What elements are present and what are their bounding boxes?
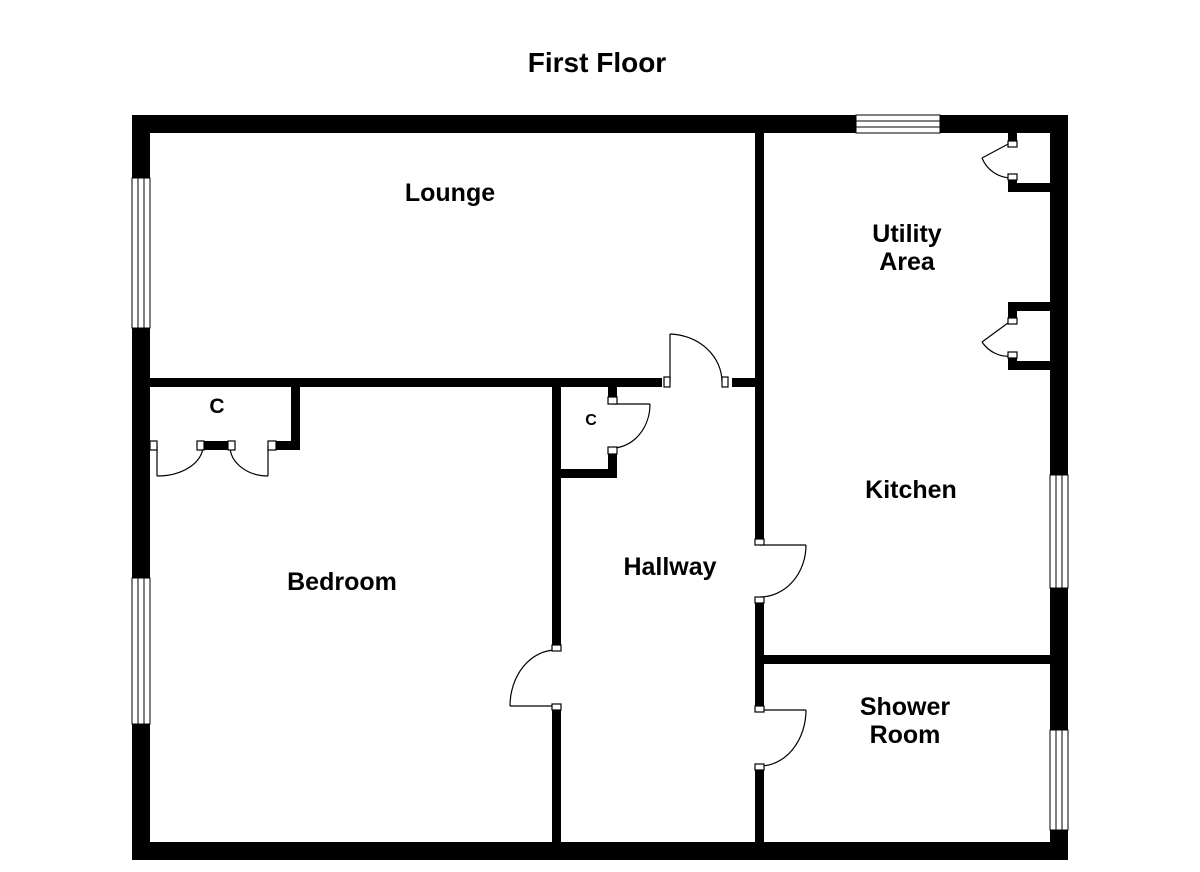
right-wall-middle <box>1050 588 1068 730</box>
label-kitchen: Kitchen <box>865 476 957 504</box>
utility-cupboard1-bottom-wall <box>1008 183 1050 192</box>
utility-cupboard1-jamb-top <box>1008 133 1017 141</box>
hall-cupboard-jamb-bottom <box>608 454 617 478</box>
utility-cupboard2-jamb-top <box>1008 302 1017 318</box>
label-shower-line1: Shower <box>860 693 951 721</box>
door-kitchen <box>754 538 807 604</box>
kitchen-shower-wall <box>764 655 1050 664</box>
doors <box>149 140 1018 771</box>
door-shower-room <box>754 705 807 771</box>
bed-cupboard-front-center <box>204 441 228 450</box>
left-wall-top <box>132 115 150 178</box>
label-hallway: Hallway <box>623 553 716 581</box>
window-top-utility <box>855 114 941 134</box>
label-lounge: Lounge <box>405 179 495 207</box>
room-labels: Lounge Utility Area Kitchen Bedroom Hall… <box>209 179 956 749</box>
door-utility-cupboard-2 <box>981 317 1018 359</box>
door-lounge <box>663 333 729 388</box>
window-lounge-left <box>131 177 151 329</box>
bed-cupboard-front-right <box>276 441 300 450</box>
label-shower-line2: Room <box>870 721 941 749</box>
label-utility-line1: Utility <box>872 220 942 248</box>
door-hall-cupboard <box>607 396 651 455</box>
top-wall-right <box>940 115 1068 133</box>
utility-cupboard2-top-wall <box>1008 302 1050 311</box>
hall-kitchen-wall-lower <box>755 600 764 662</box>
lounge-utility-wall <box>755 133 764 387</box>
bedroom-hall-wall-upper <box>552 387 561 645</box>
door-bedroom-cupboard-right <box>227 440 277 477</box>
label-bedroom: Bedroom <box>287 568 397 596</box>
bottom-wall <box>132 842 1068 860</box>
exterior-walls <box>132 115 1068 860</box>
left-wall-bottom <box>132 724 150 860</box>
hall-kitchen-wall-upper <box>755 387 764 539</box>
top-wall-left <box>132 115 856 133</box>
door-utility-cupboard-1 <box>981 140 1018 181</box>
label-hallway-cupboard: C <box>585 412 597 429</box>
lounge-bedroom-wall <box>150 378 662 387</box>
right-wall-top <box>1050 115 1068 475</box>
hall-cupboard-jamb-top <box>608 387 617 397</box>
windows <box>131 114 1069 831</box>
window-kitchen-right <box>1049 474 1069 589</box>
door-bedroom-cupboard-left <box>149 440 205 477</box>
hall-shower-wall-upper <box>755 662 764 706</box>
window-shower-right <box>1049 729 1069 831</box>
bed-cupboard-side-wall <box>291 387 300 450</box>
floor-title: First Floor <box>528 47 667 78</box>
left-wall-middle <box>132 328 150 578</box>
label-bedroom-cupboard: C <box>209 395 224 418</box>
hall-cupboard-bottom-wall <box>561 469 617 478</box>
utility-cupboard2-bottom-wall <box>1008 361 1050 370</box>
label-utility-line2: Area <box>879 248 936 276</box>
interior-walls <box>150 133 1050 842</box>
lounge-hall-wall-stub <box>732 378 756 387</box>
hall-shower-wall-lower <box>755 770 764 842</box>
bedroom-hall-wall-lower <box>552 710 561 842</box>
door-bedroom <box>509 644 562 711</box>
right-wall-bottom <box>1050 830 1068 860</box>
window-bedroom-left <box>131 577 151 725</box>
